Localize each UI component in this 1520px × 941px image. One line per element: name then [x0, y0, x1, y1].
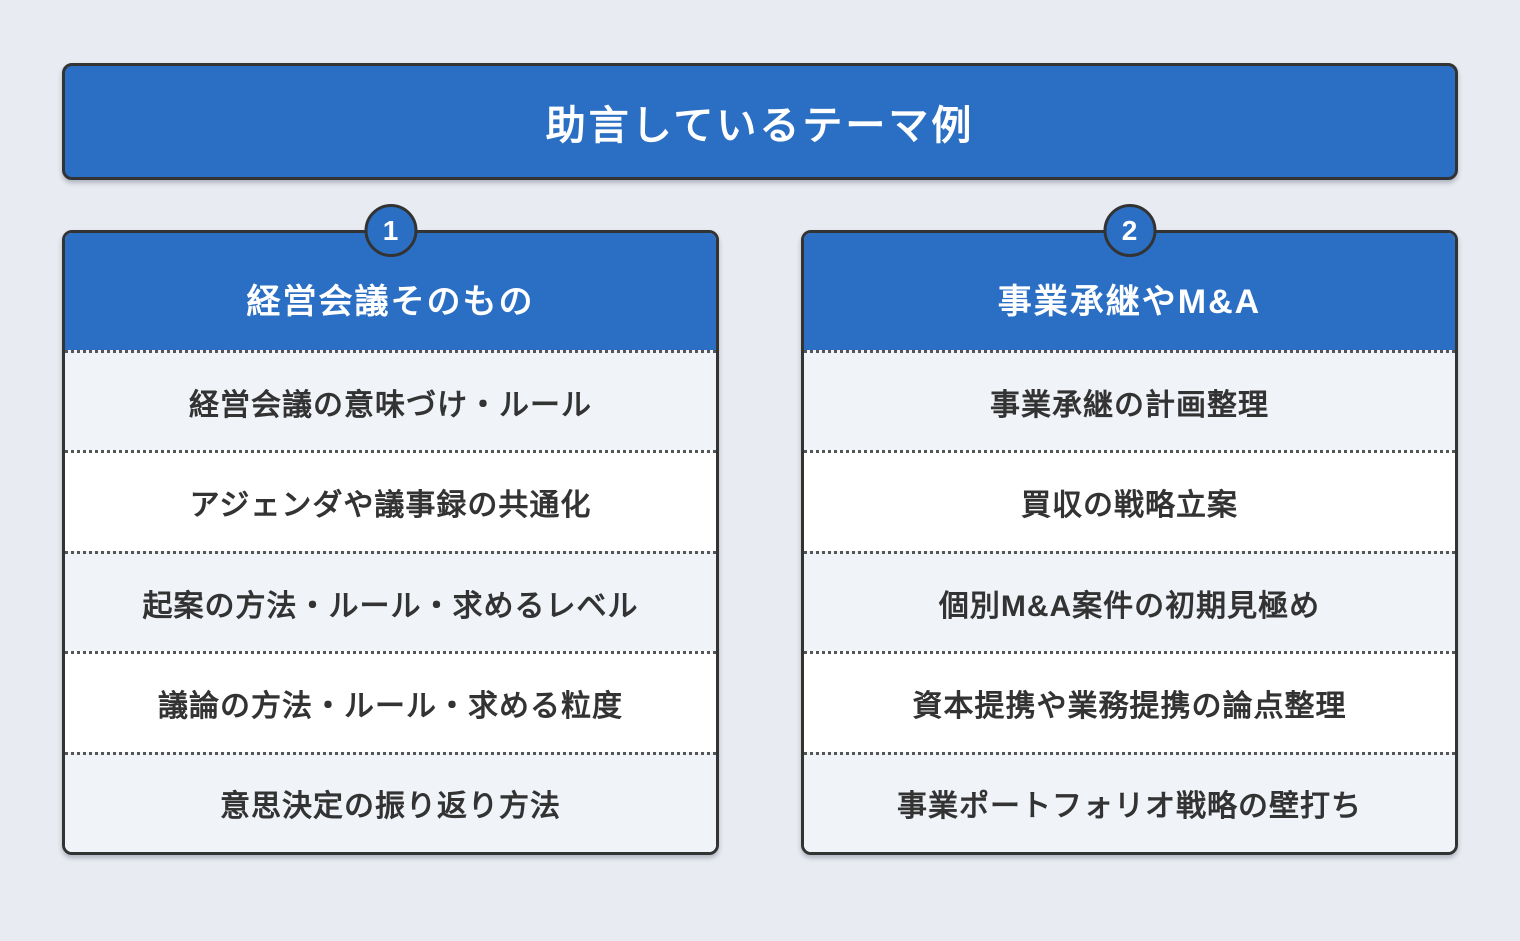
card-management-meeting: 1 経営会議そのもの 経営会議の意味づけ・ルール アジェンダや議事録の共通化 起…: [62, 204, 719, 855]
list-item: 事業承継の計画整理: [804, 350, 1455, 451]
list-item: 個別M&A案件の初期見極め: [804, 550, 1455, 652]
list-item: 事業ポートフォリオ戦略の壁打ち: [804, 751, 1455, 853]
title-banner: 助言しているテーマ例: [62, 63, 1458, 180]
list-item: アジェンダや議事録の共通化: [65, 450, 716, 551]
badge-number: 2: [1121, 214, 1138, 246]
theme-list-management-meeting: 経営会議の意味づけ・ルール アジェンダや議事録の共通化 起案の方法・ルール・求め…: [65, 350, 716, 853]
list-item: 意思決定の振り返り方法: [65, 751, 716, 853]
badge-number: 1: [382, 214, 399, 246]
list-item: 経営会議の意味づけ・ルール: [65, 350, 716, 451]
list-item: 議論の方法・ルール・求める粒度: [65, 651, 716, 752]
card-header-succession-ma: 事業承継やM&A: [804, 233, 1455, 350]
number-badge-1: 1: [364, 204, 417, 257]
card-header-label: 事業承継やM&A: [997, 283, 1262, 321]
card-succession-ma: 2 事業承継やM&A 事業承継の計画整理 買収の戦略立案 個別M&A案件の初期見…: [801, 204, 1458, 855]
list-item: 資本提携や業務提携の論点整理: [804, 651, 1455, 752]
page-title: 助言しているテーマ例: [545, 103, 975, 148]
card-header-label: 経営会議そのもの: [246, 283, 535, 321]
list-item: 買収の戦略立案: [804, 450, 1455, 551]
theme-list-succession-ma: 事業承継の計画整理 買収の戦略立案 個別M&A案件の初期見極め 資本提携や業務提…: [804, 350, 1455, 853]
list-item: 起案の方法・ルール・求めるレベル: [65, 550, 716, 652]
number-badge-2: 2: [1103, 204, 1156, 257]
